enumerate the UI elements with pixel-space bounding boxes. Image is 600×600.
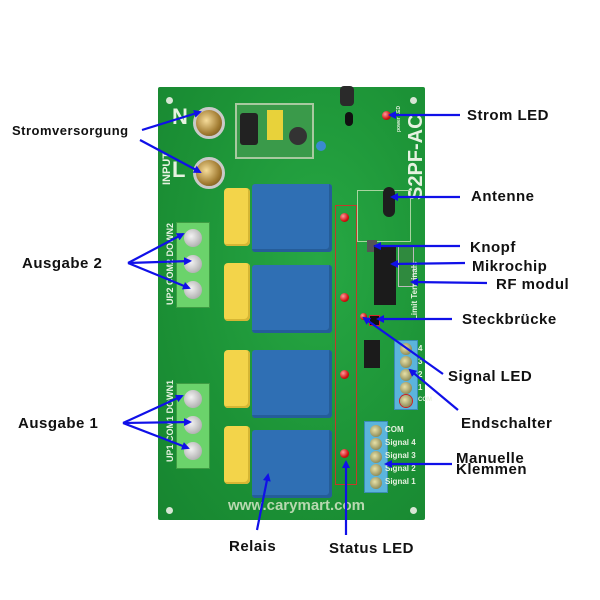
label-relais: Relais xyxy=(229,538,277,555)
power-led xyxy=(382,111,391,120)
capacitor xyxy=(289,127,307,145)
power-supply-module xyxy=(235,103,314,159)
screw-terminal xyxy=(184,281,202,299)
capacitor-c1 xyxy=(340,86,354,106)
screw-terminal xyxy=(184,442,202,460)
limit-screw xyxy=(400,356,412,368)
output1-terminal-block xyxy=(176,383,210,469)
signal-led xyxy=(360,313,367,320)
wima-capacitor xyxy=(224,350,250,408)
manual-pin-signal2: Signal 2 xyxy=(385,464,416,473)
label-status-led: Status LED xyxy=(329,540,415,557)
label-manuelle: Manuelle xyxy=(456,450,525,467)
power-led-silk: power LED xyxy=(396,105,402,132)
uln-driver-chip xyxy=(364,340,380,368)
relay-2 xyxy=(252,350,332,418)
relay-3 xyxy=(252,265,332,333)
limit-pin-1: 1 xyxy=(418,383,423,392)
label-rf-modul: RF modul xyxy=(496,276,570,293)
wima-capacitor xyxy=(224,263,250,321)
mounting-hole xyxy=(166,507,173,514)
limit-screw xyxy=(400,395,412,407)
limit-pin-3: 3 xyxy=(418,357,423,366)
screw-terminal xyxy=(184,255,202,273)
manual-screw xyxy=(370,477,382,489)
status-led-2 xyxy=(340,370,349,379)
status-led-3 xyxy=(340,293,349,302)
limit-pin-2: 2 xyxy=(418,370,423,379)
manual-pin-signal4: Signal 4 xyxy=(385,438,416,447)
manual-pin-signal1: Signal 1 xyxy=(385,477,416,486)
label-endschalter: Endschalter xyxy=(461,415,553,432)
wima-capacitor xyxy=(224,426,250,484)
label-klemmen: Klemmen xyxy=(456,461,528,478)
limit-screw xyxy=(400,382,412,394)
screw-terminal xyxy=(184,390,202,408)
relay-1 xyxy=(252,430,332,498)
screw-terminal xyxy=(184,416,202,434)
status-led-4 xyxy=(340,213,349,222)
limit-terminal-block xyxy=(394,340,418,410)
limit-terminals-silk: Limit Terminals xyxy=(410,261,419,320)
mounting-hole xyxy=(166,97,173,104)
mounting-hole xyxy=(410,507,417,514)
output2-silk: UP2 COM2 DOWN2 xyxy=(165,222,175,305)
capacitor xyxy=(240,113,258,145)
antenna xyxy=(383,187,395,217)
manual-screw xyxy=(370,438,382,450)
label-manuelle-klemmen: Manuelle Klemmen xyxy=(456,450,528,478)
manual-pin-signal3: Signal 3 xyxy=(385,451,416,460)
manual-pin-labels: COM Signal 4 Signal 3 Signal 2 Signal 1 xyxy=(385,423,416,488)
output1-silk: UP1 COM1 DOWN1 xyxy=(165,379,175,462)
relay-4 xyxy=(252,184,332,252)
wima-capacitor xyxy=(224,188,250,246)
model-silk: S2PF-AC xyxy=(405,114,427,200)
manual-screw xyxy=(370,425,382,437)
button-knopf[interactable] xyxy=(367,240,377,252)
label-ausgabe1: Ausgabe 1 xyxy=(18,415,99,432)
potentiometer xyxy=(316,141,326,151)
limit-screw xyxy=(400,369,412,381)
limit-pin-com: COM xyxy=(418,397,432,403)
regulator xyxy=(345,112,353,126)
limit-pin-labels: 4 3 2 1 COM xyxy=(418,342,432,407)
label-stromversorgung: Stromversorgung xyxy=(12,123,129,138)
microchip xyxy=(374,245,396,305)
input-l-label: L xyxy=(172,157,186,182)
manual-terminal-block xyxy=(364,421,388,493)
label-knopf: Knopf xyxy=(470,239,516,256)
label-ausgabe2: Ausgabe 2 xyxy=(22,255,103,272)
transformer xyxy=(267,110,283,140)
label-mikrochip: Mikrochip xyxy=(472,258,548,275)
status-led-group xyxy=(335,205,357,485)
label-signal-led: Signal LED xyxy=(448,368,533,385)
label-antenne: Antenne xyxy=(471,188,535,205)
label-strom-led: Strom LED xyxy=(467,107,550,124)
manual-pin-com: COM xyxy=(385,425,404,434)
input-n-label: N xyxy=(172,104,188,129)
power-terminal-l xyxy=(193,157,225,189)
jumper-steckbruecke[interactable] xyxy=(369,315,380,326)
status-led-1 xyxy=(340,449,349,458)
manual-screw xyxy=(370,464,382,476)
limit-screw xyxy=(400,343,412,355)
website-silk: www.carymart.com xyxy=(228,497,365,514)
label-steckbruecke: Steckbrücke xyxy=(462,311,557,328)
manual-screw xyxy=(370,451,382,463)
limit-pin-4: 4 xyxy=(418,344,423,353)
power-terminal-n xyxy=(193,107,225,139)
screw-terminal xyxy=(184,229,202,247)
mounting-hole xyxy=(410,97,417,104)
output2-terminal-block xyxy=(176,222,210,308)
